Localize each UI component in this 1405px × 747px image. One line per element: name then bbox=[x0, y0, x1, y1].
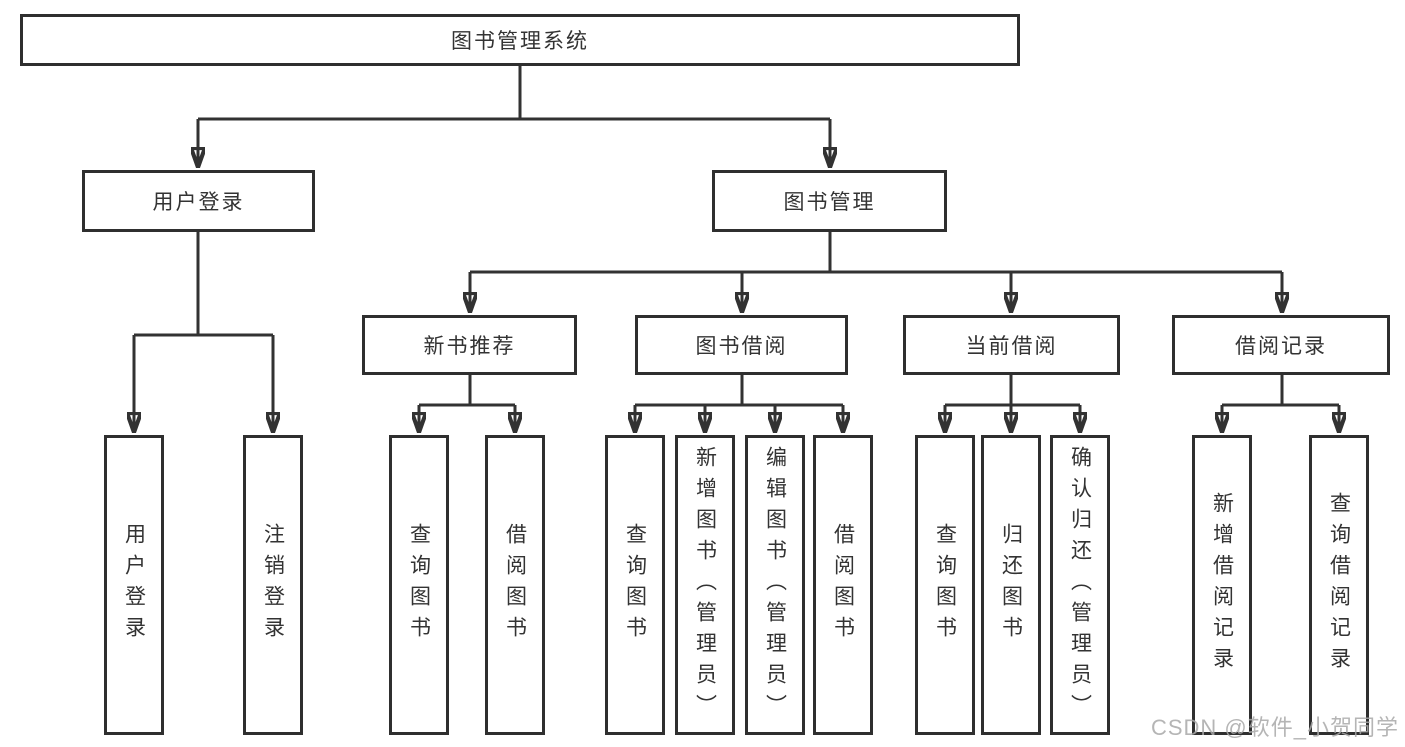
leaf-query-books-3-label: 查询图书 bbox=[933, 523, 957, 647]
node-root: 图书管理系统 bbox=[20, 14, 1020, 66]
node-book-borrowing: 图书借阅 bbox=[635, 315, 848, 375]
leaf-confirm-return-admin: 确认归还（管理员） bbox=[1050, 435, 1110, 735]
leaf-borrow-books-2: 借阅图书 bbox=[813, 435, 873, 735]
node-borrow-records: 借阅记录 bbox=[1172, 315, 1390, 375]
leaf-query-books-1: 查询图书 bbox=[389, 435, 449, 735]
node-new-book-recommend-label: 新书推荐 bbox=[423, 335, 516, 358]
leaf-add-books-admin-label: 新增图书（管理员） bbox=[693, 445, 717, 725]
node-borrow-records-label: 借阅记录 bbox=[1235, 335, 1327, 358]
leaf-logout-label: 注销登录 bbox=[261, 523, 285, 647]
leaf-borrow-books-1: 借阅图书 bbox=[485, 435, 545, 735]
leaf-edit-books-admin: 编辑图书（管理员） bbox=[745, 435, 805, 735]
leaf-query-books-1-label: 查询图书 bbox=[407, 523, 431, 647]
leaf-user-login-label: 用户登录 bbox=[122, 523, 146, 647]
leaf-query-borrow-record: 查询借阅记录 bbox=[1309, 435, 1369, 735]
node-current-borrowing-label: 当前借阅 bbox=[965, 335, 1058, 358]
node-user-login-branch: 用户登录 bbox=[82, 170, 315, 232]
node-root-label: 图书管理系统 bbox=[451, 30, 589, 53]
node-book-management: 图书管理 bbox=[712, 170, 947, 232]
leaf-query-books-3: 查询图书 bbox=[915, 435, 975, 735]
leaf-borrow-books-2-label: 借阅图书 bbox=[831, 523, 855, 647]
leaf-query-books-2-label: 查询图书 bbox=[623, 523, 647, 647]
leaf-confirm-return-admin-label: 确认归还（管理员） bbox=[1068, 445, 1092, 725]
leaf-query-books-2: 查询图书 bbox=[605, 435, 665, 735]
leaf-add-borrow-record: 新增借阅记录 bbox=[1192, 435, 1252, 735]
leaf-logout: 注销登录 bbox=[243, 435, 303, 735]
leaf-return-books-label: 归还图书 bbox=[999, 523, 1023, 647]
leaf-user-login: 用户登录 bbox=[104, 435, 164, 735]
leaf-add-borrow-record-label: 新增借阅记录 bbox=[1210, 492, 1234, 678]
node-book-management-label: 图书管理 bbox=[783, 191, 876, 214]
leaf-borrow-books-1-label: 借阅图书 bbox=[503, 523, 527, 647]
node-user-login-branch-label: 用户登录 bbox=[152, 191, 245, 214]
leaf-return-books: 归还图书 bbox=[981, 435, 1041, 735]
csdn-watermark: CSDN @软件_小贺同学 bbox=[1150, 715, 1399, 740]
node-new-book-recommend: 新书推荐 bbox=[362, 315, 577, 375]
leaf-query-borrow-record-label: 查询借阅记录 bbox=[1327, 492, 1351, 678]
node-current-borrowing: 当前借阅 bbox=[903, 315, 1120, 375]
leaf-edit-books-admin-label: 编辑图书（管理员） bbox=[763, 445, 787, 725]
leaf-add-books-admin: 新增图书（管理员） bbox=[675, 435, 735, 735]
node-book-borrowing-label: 图书借阅 bbox=[695, 335, 788, 358]
